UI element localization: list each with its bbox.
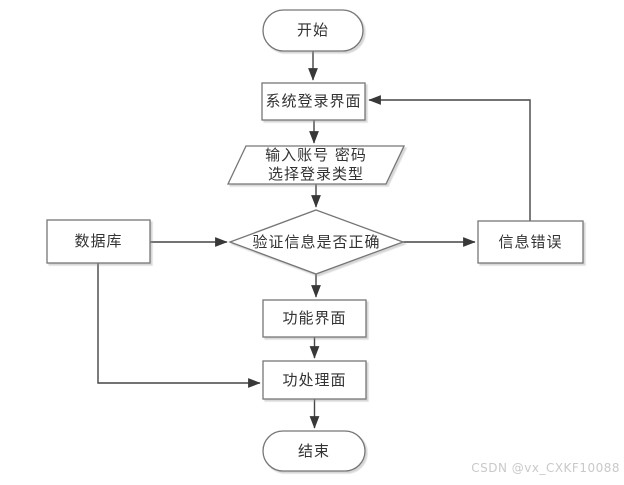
edge-database-to-process <box>97 263 261 388</box>
process-node-label: 功处理面 <box>282 370 347 389</box>
function-process-shape <box>262 299 367 338</box>
verify-node-label: 验证信息是否正确 <box>252 232 381 251</box>
database-node-label: 数据库 <box>74 232 123 250</box>
input-parallelogram-shape <box>226 145 406 185</box>
function-node-label: 功能界面 <box>282 309 347 327</box>
input-node-label: 输入账号 密码 选择登录类型 <box>236 145 396 185</box>
login-node-label: 系统登录界面 <box>265 92 362 110</box>
input-node-label-line1: 输入账号 密码 <box>265 146 367 164</box>
start-terminator-shape <box>262 9 364 52</box>
error-process-shape <box>477 220 584 264</box>
login-process-shape <box>261 82 366 121</box>
process-process-shape <box>262 360 367 400</box>
verify-decision-shape <box>228 209 405 275</box>
start-node-label: 开始 <box>296 21 329 39</box>
end-terminator-shape <box>262 430 366 472</box>
csdn-watermark: CSDN @vx_CXKF10088 <box>471 461 620 475</box>
edge-error-to-login <box>368 95 531 221</box>
error-node-label: 信息错误 <box>498 232 563 251</box>
input-node-label-line2: 选择登录类型 <box>267 165 364 183</box>
database-process-shape <box>46 219 151 264</box>
end-node-label: 结束 <box>297 441 330 460</box>
